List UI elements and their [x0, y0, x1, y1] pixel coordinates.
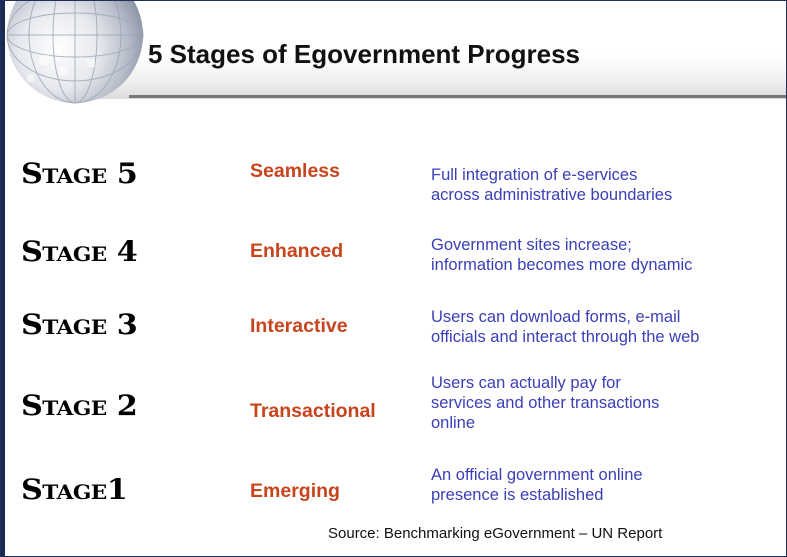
stage-name: Enhanced	[250, 240, 344, 262]
stage-description: An official government online presence i…	[431, 466, 643, 504]
page-title: 5 Stages of Egovernment Progress	[148, 39, 581, 69]
stage-description: Users can actually pay for services and …	[431, 374, 660, 432]
header-divider	[129, 95, 786, 98]
stage-label: Stage 4	[21, 235, 138, 268]
left-border-rule	[1, 1, 5, 556]
stage-row: Stage 4 Enhanced Government sites increa…	[1, 235, 786, 295]
stage-description: Government sites increase; information b…	[431, 236, 693, 274]
stage-description: Full integration of e-services across ad…	[431, 166, 673, 204]
stage-name: Transactional	[250, 400, 376, 422]
stage-description: Users can download forms, e-mail officia…	[431, 308, 700, 346]
stage-row: Stage 3 Interactive Users can download f…	[1, 307, 786, 367]
stage-row: Stage1 Emerging An official government o…	[1, 465, 786, 525]
stage-name: Emerging	[250, 480, 340, 502]
stage-label: Stage1	[21, 473, 128, 506]
stage-label: Stage 2	[21, 389, 138, 422]
stage-label: Stage 3	[21, 308, 138, 341]
stage-name: Seamless	[250, 160, 340, 182]
stage-label: Stage 5	[21, 157, 138, 190]
stage-row: Stage 2 Transactional Users can actually…	[1, 373, 786, 433]
globe-icon	[6, 1, 144, 104]
stage-name: Interactive	[250, 315, 348, 337]
source-citation: Source: Benchmarking eGovernment – UN Re…	[328, 525, 663, 542]
header-band	[87, 1, 786, 99]
stage-row: Stage 5 Seamless Full integration of e-s…	[1, 157, 786, 219]
